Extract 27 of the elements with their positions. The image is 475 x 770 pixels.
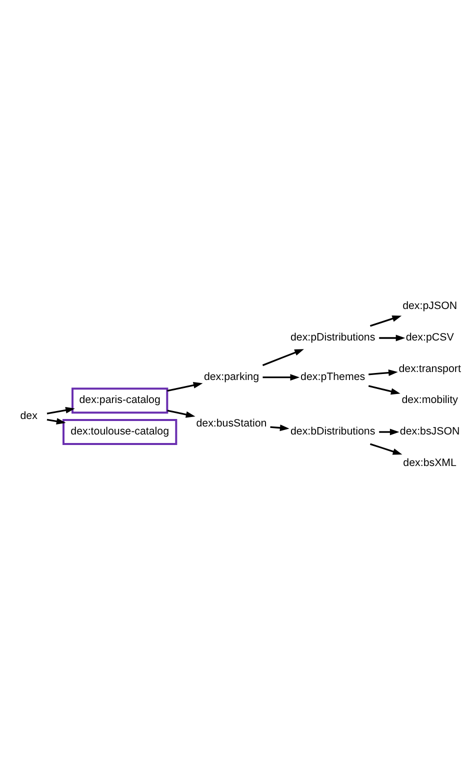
node-text: dex:pDistributions: [290, 332, 376, 344]
arrow: [262, 349, 304, 366]
arrow: [379, 428, 400, 436]
arrow: [368, 385, 400, 395]
node-box: dex:toulouse-catalog: [62, 419, 178, 445]
node-text: dex:pJSON: [402, 300, 458, 312]
arrow: [370, 443, 402, 455]
arrow: [262, 374, 300, 381]
node-text: dex:pCSV: [406, 332, 454, 344]
node-text: dex:bsXML: [403, 456, 456, 469]
node-text: dex:pThemes: [300, 370, 366, 383]
arrow: [379, 334, 406, 342]
node-text: dex:busStation: [196, 418, 267, 430]
arrow: [370, 315, 402, 327]
arrow: [368, 369, 398, 376]
arrow: [270, 424, 290, 432]
node-box: dex:paris-catalog: [72, 388, 168, 414]
node-text: dex:bsJSON: [400, 426, 460, 438]
node-text: dex:parking: [204, 370, 260, 383]
node-text: dex:transport: [398, 362, 461, 375]
arrow: [167, 410, 196, 418]
node-text: dex:bDistributions: [290, 426, 376, 438]
arrow: [167, 382, 203, 392]
arrow: [46, 418, 66, 425]
node-text: dex: [20, 410, 38, 422]
node-text: dex:mobility: [402, 394, 458, 406]
arrow: [46, 406, 75, 414]
